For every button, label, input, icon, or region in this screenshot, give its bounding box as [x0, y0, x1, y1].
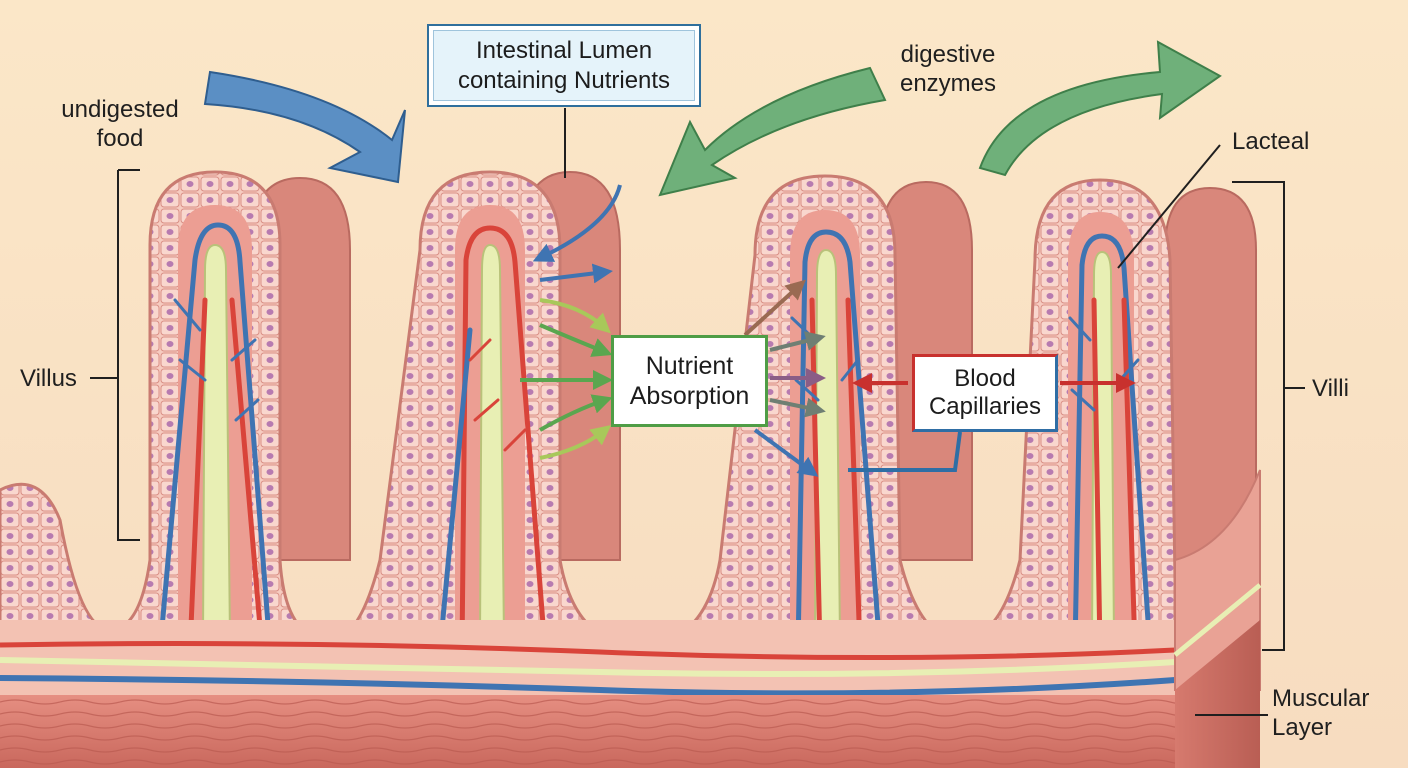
intestinal-lumen-label: Intestinal Lumen containing Nutrients — [427, 24, 701, 107]
undigested-food-label: undigested food — [61, 96, 179, 152]
main-vein — [0, 675, 1176, 697]
absorption-arrows — [520, 184, 826, 477]
lacteal-label: Lacteal — [1232, 128, 1310, 155]
side-lymph — [1173, 583, 1262, 657]
villi-label: Villi — [1312, 375, 1349, 402]
villus-label: Villus — [20, 365, 77, 392]
enzyme-flow-arrow — [658, 66, 887, 197]
nutrient-absorption-label: Nutrient Absorption — [611, 335, 768, 427]
blood-capillaries-label: Blood Capillaries — [912, 354, 1058, 432]
side-face-muscle — [1175, 620, 1260, 768]
leader-lines — [90, 108, 1305, 716]
digestive-enzymes-label: digestive enzymes — [899, 41, 997, 97]
lacteals — [201, 243, 1116, 641]
food-flow-arrow — [203, 70, 406, 184]
muscle-fibers — [0, 695, 1175, 768]
main-lymph-vessel — [0, 657, 1176, 678]
muscular-layer-label: Muscular Layer — [1272, 685, 1370, 741]
main-artery — [0, 641, 1176, 661]
blood-capillaries — [157, 222, 1153, 653]
enzyme-return-arrow — [978, 40, 1222, 177]
